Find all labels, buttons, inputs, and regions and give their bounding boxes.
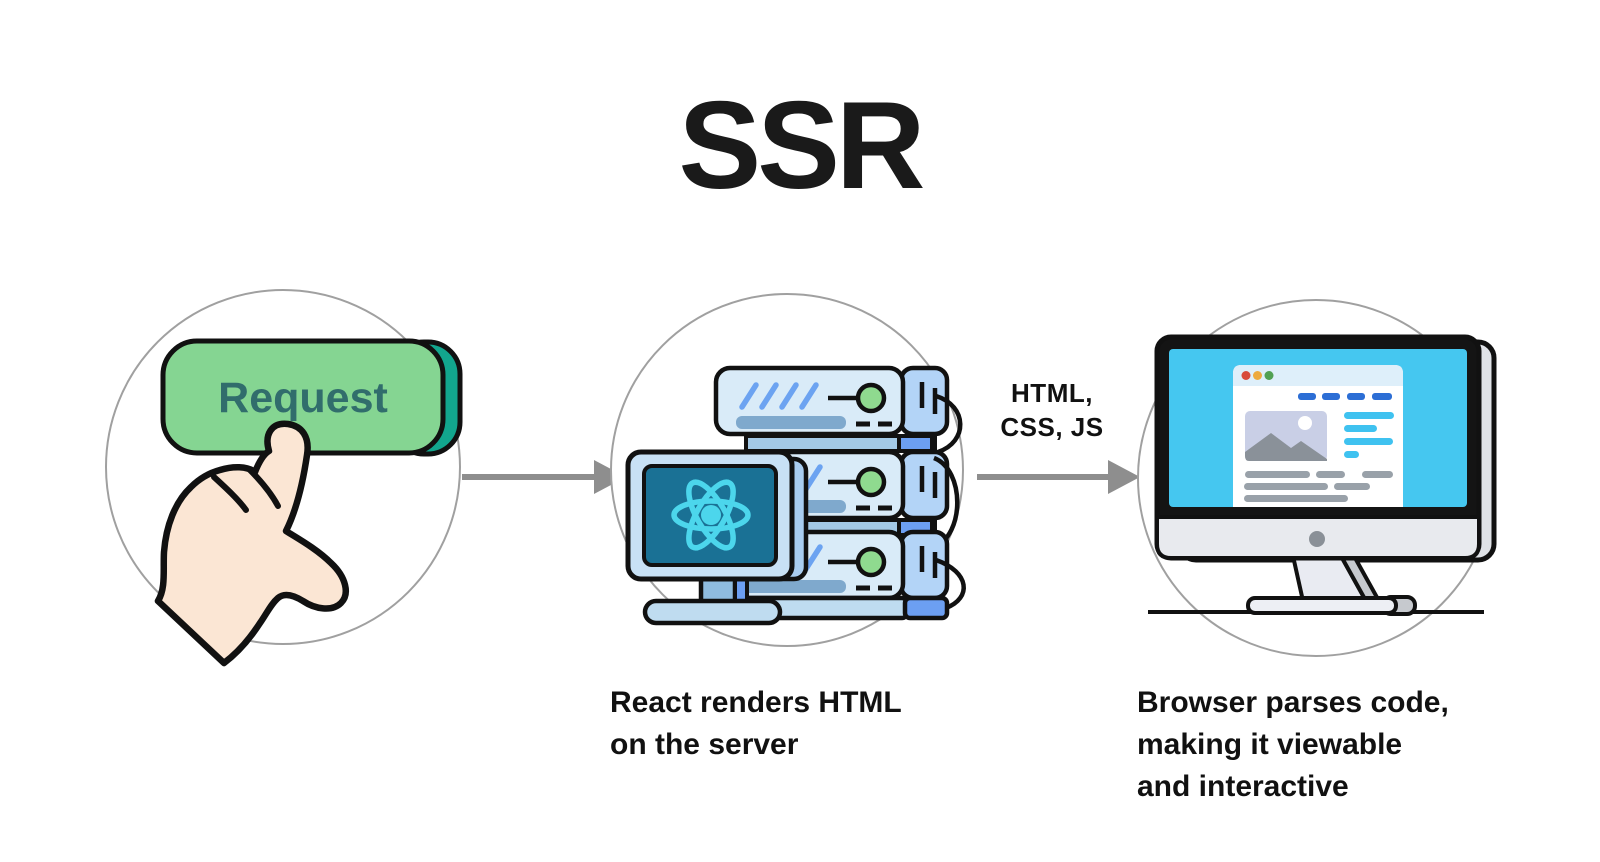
imac-icon [1148, 334, 1497, 616]
browser-caption-line2: making it viewable [1137, 728, 1403, 761]
nav-dash [1347, 393, 1365, 400]
close-dot-icon [1241, 371, 1251, 380]
hand-outline [154, 420, 349, 667]
rack-base-accent [902, 595, 950, 621]
browser-caption: Browser parses code, making it viewable … [1137, 682, 1557, 808]
react-orbit [686, 479, 736, 551]
imac-base [1246, 596, 1398, 615]
hand-knuckle-line [246, 466, 281, 509]
transfer-label-line1: HTML, [1011, 378, 1093, 408]
server-slash [779, 382, 799, 410]
hand-knuckle-line [211, 474, 249, 513]
minimize-dot-icon [1253, 371, 1262, 380]
image-placeholder-icon [1245, 411, 1327, 461]
arrow-head [1108, 460, 1140, 494]
browser-caption-line1: Browser parses code, [1137, 686, 1449, 719]
request-button: Request [160, 338, 446, 456]
server-slash [739, 382, 759, 410]
server-slash [799, 382, 819, 410]
nav-dash [1322, 393, 1340, 400]
arrow-server-to-browser-icon [977, 460, 1140, 494]
mountain-icon [1245, 433, 1327, 461]
nav-dash [1298, 393, 1316, 400]
traffic-light-dots [1241, 371, 1274, 380]
imac-chin-dot [1309, 531, 1325, 547]
nav-link-dashes [1298, 393, 1392, 400]
server-caption-line1: React renders HTML [610, 686, 902, 719]
sun-icon [1298, 416, 1312, 430]
request-step: Request [105, 289, 463, 667]
text-line [1316, 471, 1345, 478]
text-line [1334, 483, 1370, 490]
react-monitor-icon [625, 449, 809, 626]
browser-step [1137, 299, 1497, 657]
browser-caption-line3: and interactive [1137, 770, 1349, 803]
transfer-label: HTML, CSS, JS [952, 376, 1152, 444]
led-indicator [855, 546, 887, 578]
server-slash [759, 382, 779, 410]
react-orbit [671, 498, 751, 532]
cyan-line [1344, 412, 1394, 419]
server-cable [935, 557, 966, 611]
nav-dash [1372, 393, 1392, 400]
react-logo-icon [671, 479, 751, 551]
hand-cursor-icon [154, 420, 349, 667]
text-line [1244, 495, 1348, 502]
monitor-base [642, 598, 783, 626]
arrow-request-to-server-icon [462, 460, 626, 494]
page-title: SSR [678, 77, 926, 215]
react-orbit [686, 479, 736, 551]
cyan-line [1344, 451, 1359, 458]
led-indicator [855, 382, 887, 414]
text-line [1245, 471, 1310, 478]
browser-titlebar [1233, 365, 1403, 386]
server-caption-line2: on the server [610, 728, 799, 761]
text-line [1244, 483, 1328, 490]
cyan-line [1344, 438, 1393, 445]
sidebar-text-lines [1344, 412, 1394, 458]
zoom-dot-icon [1264, 371, 1274, 380]
text-line [1362, 471, 1393, 478]
request-button-label: Request [218, 374, 388, 422]
transfer-label-line2: CSS, JS [1000, 412, 1104, 442]
server-step [610, 293, 966, 647]
server-drive-bar [736, 416, 846, 429]
react-nucleus [701, 505, 721, 525]
browser-window [1233, 365, 1403, 507]
server-caption: React renders HTML on the server [610, 682, 1010, 766]
arrow-head [594, 460, 626, 494]
rack-connector-accent [897, 434, 934, 453]
server-drive-bar [736, 580, 846, 593]
body-text-lines [1244, 471, 1393, 502]
server-cable [935, 393, 963, 455]
cyan-line [1344, 425, 1377, 432]
server-unit [713, 365, 963, 455]
led-indicator [855, 466, 887, 498]
